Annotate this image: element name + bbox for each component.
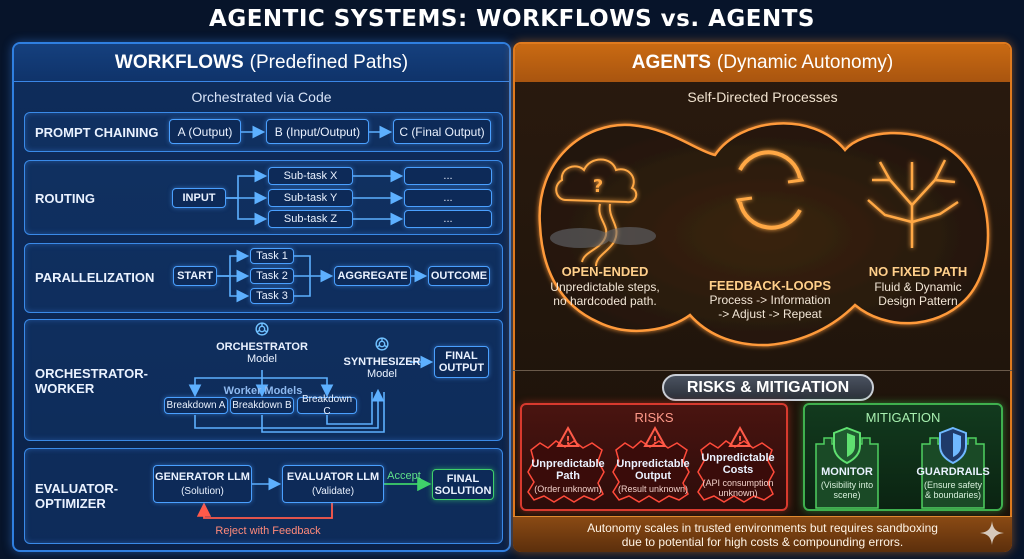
risk-output-title1: Unpredictable xyxy=(616,458,690,470)
open-ended-title: OPEN-ENDED xyxy=(561,264,649,279)
orchestrator-subtitle: Model xyxy=(247,353,277,365)
agents-footer-note: Autonomy scales in trusted environments … xyxy=(513,516,1012,552)
generator-llm-box: GENERATOR LLM (Solution) xyxy=(153,465,252,503)
workflows-header-title: WORKFLOWS xyxy=(114,51,244,73)
evaluator-optimizer-label-line1: EVALUATOR- xyxy=(35,481,119,496)
synthesizer-subtitle: Model xyxy=(367,368,397,380)
breakdown-a-box: Breakdown A xyxy=(164,397,228,414)
routing-subtask-y-box: Sub-task Y xyxy=(268,189,353,207)
feedback-loops-desc-line2: -> Adjust -> Repeat xyxy=(718,307,822,321)
routing-label: ROUTING xyxy=(35,191,95,206)
evaluator-llm-title: EVALUATOR LLM xyxy=(286,470,380,483)
breakdown-c-box: Breakdown C xyxy=(297,394,357,417)
no-fixed-path-desc-line1: Fluid & Dynamic xyxy=(874,280,962,294)
evaluator-optimizer-label-line2: OPTIMIZER xyxy=(35,496,106,511)
no-fixed-path-desc-line2: Design Pattern xyxy=(878,294,958,308)
risk-path-title1: Unpredictable xyxy=(531,458,605,470)
risk-costs-desc2: unknown) xyxy=(718,488,758,498)
mitigation-monitor-desc2: scene) xyxy=(833,490,861,500)
footer-line2: due to potential for high costs & compou… xyxy=(621,534,904,549)
evaluator-optimizer-label: EVALUATOR- OPTIMIZER xyxy=(35,481,118,511)
agents-header-title: AGENTS xyxy=(631,52,711,73)
final-solution-line1: FINAL xyxy=(446,472,480,485)
prompt-chain-a-box: A (Output) xyxy=(169,119,241,144)
workflows-header: WORKFLOWS (Predefined Paths) xyxy=(14,44,509,82)
risk-path-desc: (Order unknown) xyxy=(534,484,602,494)
parallel-task1-box: Task 1 xyxy=(250,248,294,264)
workflows-header-subtitle: (Predefined Paths) xyxy=(249,51,409,73)
orchestrator-ai-icon xyxy=(255,322,269,336)
workflows-subheader: Orchestrated via Code xyxy=(191,89,332,105)
risks-title: RISKS xyxy=(634,410,674,425)
prompt-chaining-row: PROMPT CHAINING xyxy=(24,112,503,152)
page-title: AGENTIC SYSTEMS: WORKFLOWS vs. AGENTS xyxy=(209,6,815,32)
routing-output-x-box: ... xyxy=(404,167,492,185)
generator-llm-subtitle: (Solution) xyxy=(181,485,224,497)
footer-line1: Autonomy scales in trusted environments … xyxy=(587,520,938,535)
routing-output-z-box: ... xyxy=(404,210,492,228)
prompt-chaining-label: PROMPT CHAINING xyxy=(35,125,159,140)
generator-llm-title: GENERATOR LLM xyxy=(155,470,250,483)
parallel-task3-box: Task 3 xyxy=(250,288,294,304)
mitigation-guardrails-desc2: & boundaries) xyxy=(924,490,982,500)
risks-divider xyxy=(513,370,1012,371)
risks-mitigation-banner: RISKS & MITIGATION xyxy=(662,374,874,401)
agents-header: AGENTS (Dynamic Autonomy) xyxy=(515,44,1010,82)
final-output-box: FINAL OUTPUT xyxy=(434,346,489,378)
evaluator-llm-box: EVALUATOR LLM (Validate) xyxy=(282,465,384,503)
risk-costs-title1: Unpredictable xyxy=(701,452,775,464)
no-fixed-path-title: NO FIXED PATH xyxy=(868,264,968,279)
mitigation-guardrails-title: GUARDRAILS xyxy=(916,466,990,478)
parallel-outcome-box: OUTCOME xyxy=(428,266,490,286)
risk-output-title2: Output xyxy=(634,470,672,482)
feedback-loops-title: FEEDBACK-LOOPS xyxy=(708,278,832,293)
orchestrator-worker-label-line1: ORCHESTRATOR- xyxy=(35,366,148,381)
synthesizer-title: SYNTHESIZER xyxy=(343,356,421,368)
mitigation-monitor-desc1: (Visibility into xyxy=(820,480,874,490)
orchestrator-worker-label-line2: WORKER xyxy=(35,381,95,396)
risk-path-title2: Path xyxy=(556,470,580,482)
accept-label: Accept xyxy=(387,470,421,482)
routing-subtask-z-box: Sub-task Z xyxy=(268,210,353,228)
agents-subheader: Self-Directed Processes xyxy=(687,89,838,105)
parallel-aggregate-box: AGGREGATE xyxy=(334,266,411,286)
worker-models-label: Worker Models xyxy=(223,385,303,397)
mitigation-monitor-title: MONITOR xyxy=(821,466,873,478)
final-solution-line2: SOLUTION xyxy=(434,484,492,497)
synthesizer-ai-icon xyxy=(375,337,389,351)
sparkle-icon xyxy=(980,521,1004,545)
parallelization-label: PARALLELIZATION xyxy=(35,270,155,285)
open-ended-desc-line1: Unpredictable steps, xyxy=(550,280,660,294)
final-solution-box: FINAL SOLUTION xyxy=(432,469,494,500)
routing-output-y-box: ... xyxy=(404,189,492,207)
mitigation-guardrails-desc1: (Ensure safety xyxy=(923,480,983,490)
mitigation-title: MITIGATION xyxy=(865,410,941,425)
open-ended-desc-line2: no hardcoded path. xyxy=(553,294,657,308)
parallel-start-box: START xyxy=(173,266,217,286)
risk-costs-title2: Costs xyxy=(722,464,754,476)
evaluator-llm-subtitle: (Validate) xyxy=(311,485,355,497)
risk-output-desc: (Result unknown) xyxy=(617,484,689,494)
reject-feedback-label: Reject with Feedback xyxy=(215,525,321,537)
routing-input-box: INPUT xyxy=(172,188,226,208)
final-output-line2: OUTPUT xyxy=(438,362,485,374)
evaluator-optimizer-row: EVALUATOR- OPTIMIZER xyxy=(24,448,503,544)
orchestrator-worker-label: ORCHESTRATOR- WORKER xyxy=(35,366,148,396)
final-output-line1: FINAL xyxy=(445,350,478,362)
parallel-task2-box: Task 2 xyxy=(250,268,294,284)
agents-header-subtitle: (Dynamic Autonomy) xyxy=(716,52,894,73)
feedback-loops-desc-line1: Process -> Information xyxy=(709,293,831,307)
orchestrator-title: ORCHESTRATOR xyxy=(216,341,308,353)
routing-subtask-x-box: Sub-task X xyxy=(268,167,353,185)
breakdown-b-box: Breakdown B xyxy=(230,397,294,414)
prompt-chain-c-box: C (Final Output) xyxy=(393,119,491,144)
prompt-chain-b-box: B (Input/Output) xyxy=(266,119,369,144)
risk-costs-desc1: (API consumption xyxy=(702,478,774,488)
